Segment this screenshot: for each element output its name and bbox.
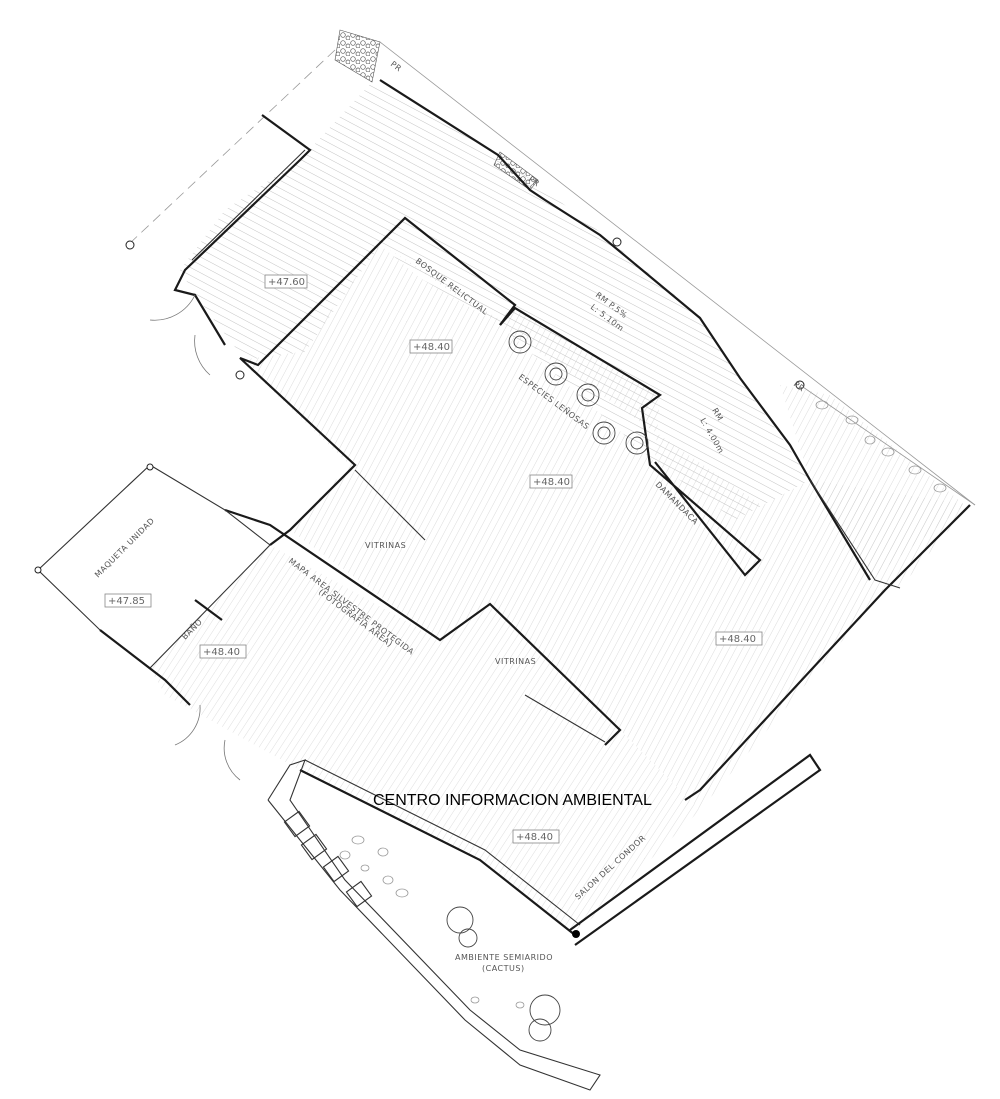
plan-title: CENTRO INFORMACION AMBIENTAL [373, 792, 652, 809]
level-marker-3: +48.40 [529, 474, 573, 489]
level-marker-7: +48.40 [512, 829, 560, 844]
level-text-4: +47.85 [108, 596, 145, 607]
level-marker-5: +48.40 [199, 644, 247, 659]
wall-main-left [239, 239, 384, 546]
planters [283, 810, 373, 908]
level-text-7: +48.40 [516, 832, 553, 843]
wall-main-right [684, 504, 971, 801]
vitrina-upper [354, 469, 426, 541]
wall-lower-facade-inner [304, 759, 581, 926]
level-text-2: +48.40 [413, 342, 450, 353]
wall-terrace-edge [809, 479, 901, 589]
door-lower-left [174, 704, 241, 781]
level-text-3: +48.40 [533, 477, 570, 488]
property-line-top [379, 41, 976, 506]
level-marker-2: +48.40 [409, 339, 453, 354]
level-marker-6: +48.40 [715, 631, 763, 646]
columns [34, 237, 805, 938]
stone-border-top [334, 29, 381, 83]
wall-lower-facade [299, 769, 576, 936]
wall-main-lower [224, 508, 622, 746]
main-hall-floor [240, 245, 970, 810]
level-text-5: +48.40 [203, 647, 240, 658]
wall-maqueta-lower [99, 629, 191, 706]
vitrina-lower [524, 694, 606, 743]
pebbles [339, 400, 947, 1009]
level-text-6: +48.40 [719, 634, 756, 645]
label-pr-1: PR [389, 59, 404, 73]
label-vitrinas-1: VITRINAS [365, 541, 406, 550]
wall-upper-outer [379, 79, 871, 581]
wall-bano [194, 599, 223, 621]
tree-symbols [446, 330, 649, 1042]
property-line-right [799, 384, 976, 506]
wall-salon-diagonal [569, 753, 822, 946]
label-maqueta-unidad: MAQUETA UNIDAD [93, 516, 156, 579]
level-text-1: +47.60 [268, 277, 305, 288]
level-marker-1: +47.60 [264, 274, 308, 289]
terrace-floor [780, 385, 965, 580]
door-upper-left [149, 294, 211, 376]
label-ambiente-semiarido: AMBIENTE SEMIARIDO [455, 953, 553, 962]
label-cactus: (CACTUS) [482, 964, 525, 973]
wall-upper-left-inner [191, 149, 306, 261]
landscape-edge [267, 759, 601, 1091]
lower-wing-floor [150, 545, 700, 935]
level-marker-4: +47.85 [104, 593, 152, 608]
label-vitrinas-2: VITRINAS [495, 657, 536, 666]
